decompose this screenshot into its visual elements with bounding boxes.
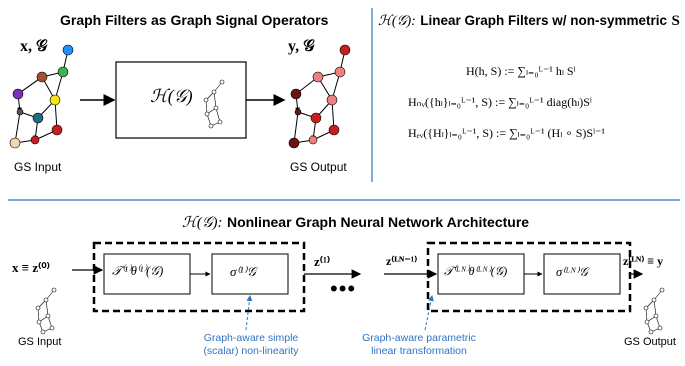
out-node-6 <box>294 108 302 116</box>
operator-box <box>115 61 247 139</box>
input-label: x, 𝒢 <box>20 38 48 55</box>
z1-label: z⁽¹⁾ <box>314 254 331 269</box>
top-right-title: ℋ(𝒢): Linear Graph Filters w/ non-symmet… <box>378 12 680 30</box>
sigma1-label: σ⁽¹⁾𝒢 <box>230 264 256 279</box>
gs-input-caption: GS Input <box>14 160 62 174</box>
ellipsis-dots: ••• <box>330 276 357 301</box>
node-purple <box>12 88 24 100</box>
s1-box <box>211 253 289 295</box>
bottom-title-prefix: ℋ(𝒢): <box>182 215 223 231</box>
node-red <box>51 124 63 136</box>
bottom-output-graph <box>643 287 665 335</box>
node-teal <box>32 112 44 124</box>
note-lin-arrow <box>424 295 434 331</box>
top-right-title-prefix: ℋ(𝒢): <box>378 14 416 29</box>
zL-output-label: z⁽ᴸᴺ⁾ ≡ y <box>623 254 664 268</box>
equation-2: Hₙᵥ({hₗ}ₗ₌₀ᴸ⁻¹, S) := ∑ₗ₌₀ᴸ⁻¹ diag(hₗ)Sˡ <box>408 95 592 109</box>
input-equation: x ≡ z⁽⁰⁾ <box>12 260 50 275</box>
equation-1: H(h, S) := ∑ₗ₌₀ᴸ⁻¹ hₗ Sˡ <box>466 64 576 78</box>
top-left-title: Graph Filters as Graph Signal Operators <box>60 12 329 28</box>
T1-box <box>103 253 191 295</box>
T1-label: 𝒯⁽¹⁾θ⁽¹⁾(𝒢) <box>112 264 164 278</box>
note-nonlinearity-line2: (scalar) non-linearity <box>203 345 299 357</box>
note-linear-line2: linear transformation <box>371 345 467 357</box>
top-right-title-symbol: S <box>671 13 680 29</box>
out-node-2 <box>334 66 346 78</box>
note-nonlinearity-line1: Graph-aware simple <box>203 332 299 344</box>
sigmaL-label: σ⁽ᴸᴺ⁾𝒢 <box>556 265 588 279</box>
note-nonlin-arrow <box>245 295 253 331</box>
TL-label: 𝒯⁽ᴸᴺ⁾θ⁽ᴸᴺ⁾(𝒢) <box>444 264 508 278</box>
node-brown <box>36 71 48 83</box>
out-node-4 <box>290 88 302 100</box>
sL-box <box>543 253 621 295</box>
equation-3: Hₑᵥ({Hₗ}ₗ₌₀ᴸ⁻¹, S) := ∑ₗ₌₀ᴸ⁻¹ (Hₗ ∘ S)Sˡ… <box>408 126 605 140</box>
layer1-dashed-box <box>92 241 306 313</box>
note-linear-transform: Graph-aware parametric linear transforma… <box>354 332 484 358</box>
gs-output-caption: GS Output <box>290 160 347 174</box>
bottom-gs-output-caption: GS Output <box>624 336 676 348</box>
node-tan <box>9 137 21 149</box>
node-yellow <box>49 94 61 106</box>
layerL-dashed-box <box>426 241 632 313</box>
out-node-1 <box>339 44 351 56</box>
out-node-10 <box>288 137 300 149</box>
node-red-small <box>30 135 40 145</box>
out-node-8 <box>308 135 318 145</box>
node-green <box>57 66 69 78</box>
bottom-input-graph <box>35 287 57 335</box>
bottom-title-text: Nonlinear Graph Neural Network Architect… <box>226 214 530 230</box>
TL-box <box>437 253 525 295</box>
node-gray <box>16 108 24 116</box>
note-linear-line1: Graph-aware parametric <box>362 332 476 344</box>
output-label: y, 𝒢 <box>288 38 315 55</box>
node-blue <box>62 44 74 56</box>
out-node-3 <box>312 71 324 83</box>
out-node-9 <box>328 124 340 136</box>
zLm1-label: z⁽ᴸᴺ⁻¹⁾ <box>386 254 418 268</box>
operator-label: ℋ(𝒢) <box>150 86 193 106</box>
bottom-gs-input-caption: GS Input <box>18 336 62 348</box>
top-right-title-text: Linear Graph Filters w/ non-symmetric <box>420 13 668 28</box>
bottom-title: ℋ(𝒢): Nonlinear Graph Neural Network Arc… <box>182 213 529 232</box>
out-node-5 <box>326 94 338 106</box>
out-node-7 <box>310 112 322 124</box>
operator-mini-graph <box>203 79 225 129</box>
note-nonlinearity: Graph-aware simple (scalar) non-linearit… <box>192 332 310 358</box>
